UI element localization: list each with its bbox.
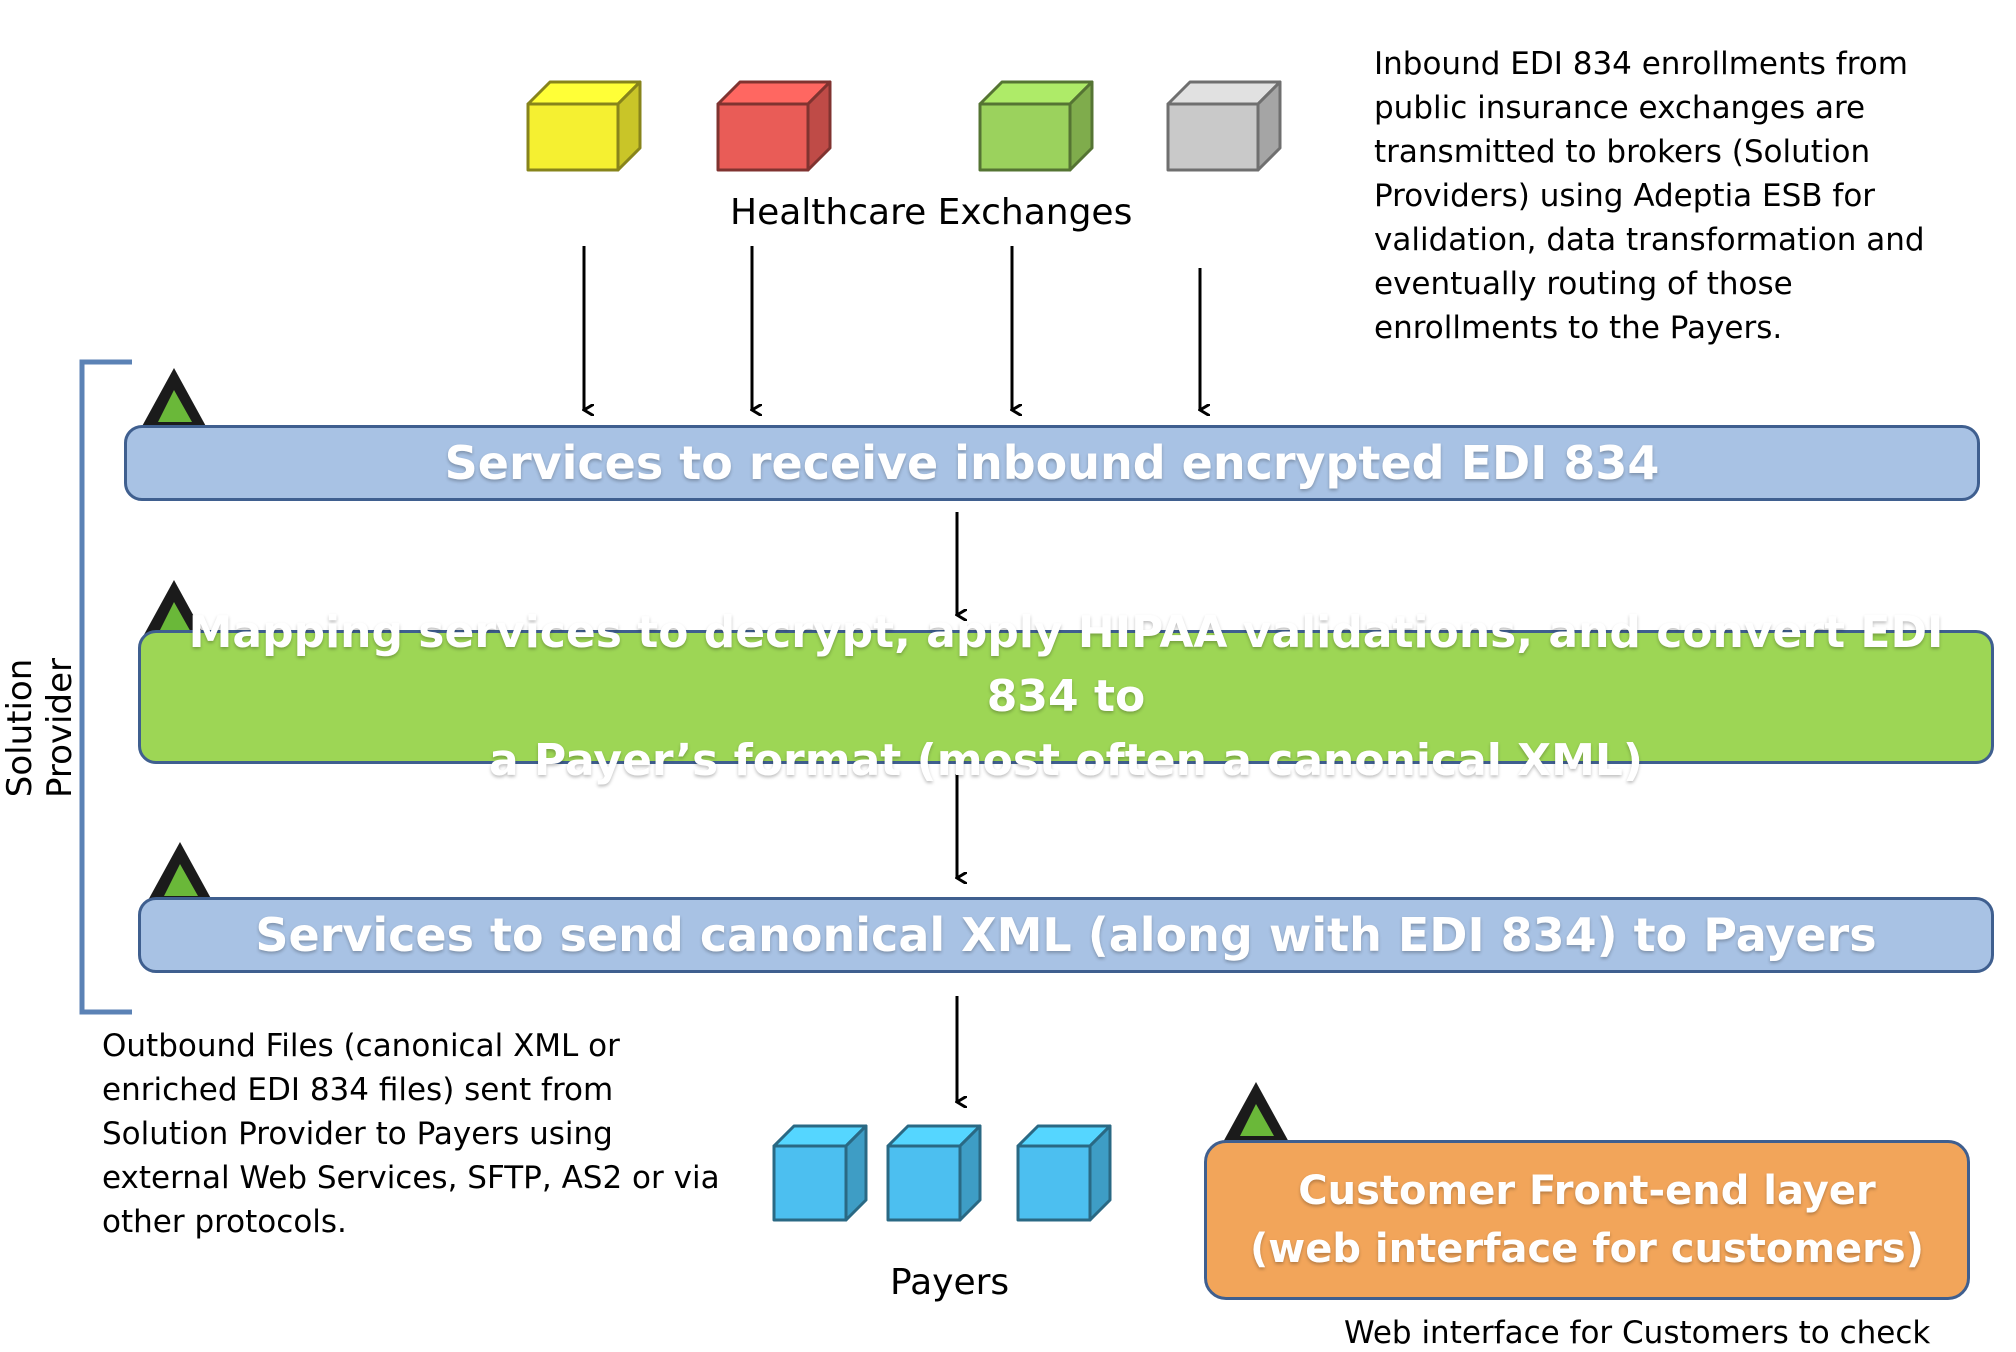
payer-cube: [1016, 1124, 1112, 1222]
exchange-cube: [978, 80, 1094, 172]
frontend-line1: Customer Front-end layer: [1298, 1168, 1876, 1214]
mapping-services-line2: a Payer’s format (most often a canonical…: [488, 735, 1644, 786]
note-line: external Web Services, SFTP, AS2 or via: [102, 1160, 720, 1196]
note-line: enriched EDI 834 files) sent from: [102, 1072, 614, 1108]
send-services-bar: Services to send canonical XML (along wi…: [138, 897, 1994, 973]
healthcare-exchanges-label: Healthcare Exchanges: [730, 192, 1133, 233]
web-interface-note: Web interface for Customers to check: [1344, 1315, 1931, 1351]
mapping-services-line1: Mapping services to decrypt, apply HIPAA…: [188, 607, 1944, 722]
exchange-cube: [716, 80, 832, 172]
payers-label: Payers: [890, 1262, 1010, 1303]
receive-services-text: Services to receive inbound encrypted ED…: [444, 436, 1660, 490]
exchange-arrows: [584, 246, 1200, 410]
exchange-cube: [526, 80, 642, 172]
note-line: validation, data transformation and: [1374, 222, 1925, 258]
send-services-text: Services to send canonical XML (along wi…: [255, 908, 1877, 962]
frontend-line2: (web interface for customers): [1249, 1226, 1924, 1272]
solution-provider-bracket: [79, 359, 132, 1015]
note-line: Providers) using Adeptia ESB for: [1374, 178, 1876, 214]
payer-cubes: [772, 1124, 1112, 1222]
customer-frontend-box: Customer Front-end layer (web interface …: [1204, 1140, 1970, 1300]
payer-cube: [772, 1124, 868, 1222]
solution-provider-label: Solution Provider: [0, 658, 80, 798]
adeptia-logo-icon: [140, 368, 208, 430]
note-line: Solution Provider to Payers using: [102, 1116, 613, 1152]
note-line: Outbound Files (canonical XML or: [102, 1028, 620, 1064]
note-line: transmitted to brokers (Solution: [1374, 134, 1871, 170]
note-line: public insurance exchanges are: [1374, 90, 1866, 126]
outbound-note: Outbound Files (canonical XML or enriche…: [102, 1024, 742, 1244]
receive-services-bar: Services to receive inbound encrypted ED…: [124, 425, 1980, 501]
adeptia-logo-icon: [140, 580, 208, 642]
note-line: enrollments to the Payers.: [1374, 310, 1783, 346]
exchange-cube: [1166, 80, 1282, 172]
adeptia-logo-icon: [1222, 1082, 1290, 1144]
inbound-note: Inbound EDI 834 enrollments from public …: [1374, 42, 1994, 350]
mapping-services-bar: Mapping services to decrypt, apply HIPAA…: [138, 607, 1994, 786]
note-line: other protocols.: [102, 1204, 347, 1240]
note-line: eventually routing of those: [1374, 266, 1793, 302]
note-line: Inbound EDI 834 enrollments from: [1374, 46, 1908, 82]
adeptia-logo-icon: [146, 842, 214, 904]
exchange-cubes: [526, 80, 1282, 172]
payer-cube: [886, 1124, 982, 1222]
